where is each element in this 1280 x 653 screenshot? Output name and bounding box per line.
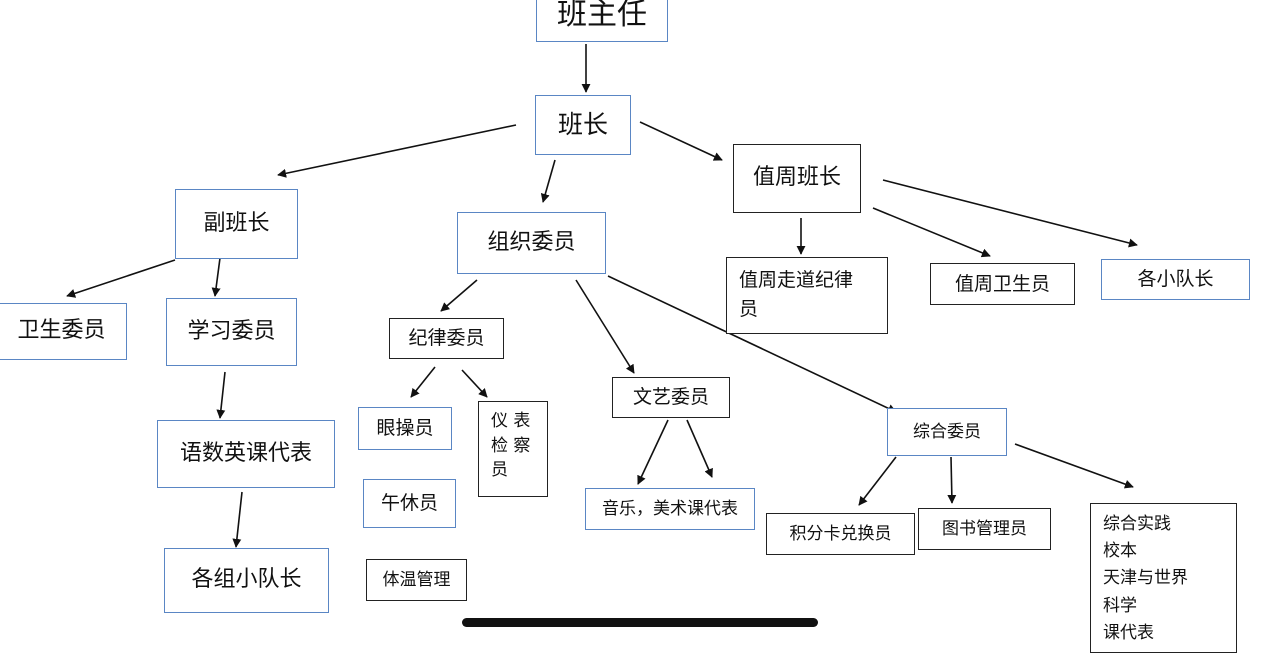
node-weekly-corridor-discipline: 值周走道纪律 员 [726, 257, 888, 334]
node-weekly-monitor: 值周班长 [733, 144, 861, 213]
arrow-vice-to-hygiene [66, 259, 176, 298]
arrow-monitor-to-vice-monitor [277, 124, 517, 178]
home-indicator-bar [462, 618, 818, 627]
arrow-general-to-general-reps [1014, 443, 1134, 489]
node-arts-committee: 文艺委员 [612, 377, 730, 418]
node-appearance-inspector: 仪 表 检 察 员 [478, 401, 548, 497]
arrow-arts-to-music-reps-2 [686, 419, 713, 478]
arrow-org-to-general [607, 275, 897, 413]
node-general-subject-reps: 综合实践 校本 天津与世界 科学 课代表 [1090, 503, 1237, 653]
node-points-exchange: 积分卡兑换员 [766, 513, 915, 555]
arrow-study-to-subject-reps [216, 371, 226, 419]
node-general-committee: 综合委员 [887, 408, 1007, 456]
node-hygiene-committee: 卫生委员 [0, 303, 127, 360]
arrow-discipline-to-eye [410, 366, 436, 398]
node-monitor: 班长 [535, 95, 631, 155]
arrow-org-to-discipline [440, 279, 478, 312]
node-music-art-reps: 音乐，美术课代表 [585, 488, 755, 530]
node-discipline-committee: 纪律委员 [389, 318, 504, 359]
arrow-monitor-to-weekly-monitor [639, 121, 723, 161]
arrow-subject-reps-to-group-leaders [232, 491, 243, 548]
node-study-committee: 学习委员 [166, 298, 297, 366]
arrow-weekly-to-squad-leaders [882, 179, 1138, 248]
arrow-general-to-librarian [947, 456, 957, 504]
node-subject-reps: 语数英课代表 [157, 420, 335, 488]
node-group-squad-leaders: 各组小队长 [164, 548, 329, 613]
node-temperature: 体温管理 [366, 559, 467, 601]
arrow-weekly-to-hygiene-staff [872, 207, 991, 258]
node-librarian: 图书管理员 [918, 508, 1051, 550]
node-noon-rest: 午休员 [363, 479, 456, 528]
node-org-committee: 组织委员 [457, 212, 606, 274]
arrow-discipline-to-appearance [461, 369, 488, 398]
arrow-vice-to-study [211, 257, 221, 297]
node-eye-exercise: 眼操员 [358, 407, 452, 450]
arrow-general-to-points [858, 456, 897, 506]
node-weekly-hygiene: 值周卫生员 [930, 263, 1075, 305]
node-vice-monitor: 副班长 [175, 189, 298, 259]
node-squad-leaders: 各小队长 [1101, 259, 1250, 300]
arrow-org-to-arts [575, 279, 635, 374]
arrow-arts-to-music-reps [637, 419, 669, 485]
node-head-teacher: 班主任 [536, 0, 668, 42]
arrow-monitor-to-org-committee [540, 159, 556, 203]
